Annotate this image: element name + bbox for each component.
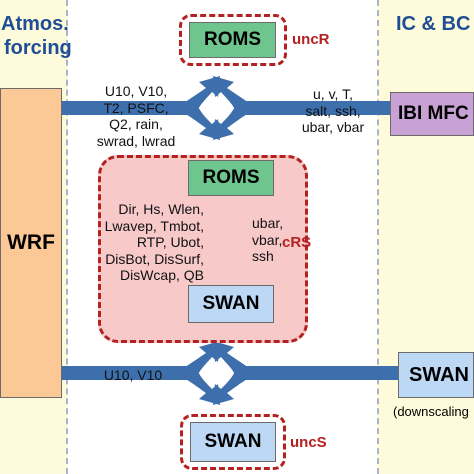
uncr-roms-box: ROMS: [189, 22, 276, 58]
arrow-to-crs-right: [213, 101, 251, 140]
atmos-title-line2: forcing: [4, 37, 72, 59]
var-line: DisWcap, QB: [119, 267, 204, 283]
var-line: RTP, Ubot,: [136, 234, 204, 250]
var-line: U10, V10,: [104, 83, 168, 99]
ocean-bc-vars: u, v, T, salt, ssh, ubar, vbar: [290, 86, 376, 136]
atm-forcing-vars-bottom: U10, V10: [103, 367, 163, 383]
var-line: Lwavep, Tmbot,: [104, 217, 204, 234]
var-line: u, v, T,: [313, 86, 353, 102]
wrf-flux-arrow-top: [62, 101, 188, 115]
ibi-mfc-box: IBI MFC: [390, 92, 474, 136]
wrf-flux-arrow-bottom: [62, 366, 188, 380]
uncr-label: uncR: [292, 31, 330, 48]
ibi-flux-arrow-top: [245, 101, 391, 115]
uncs-label: uncS: [290, 434, 327, 451]
var-line: vbar,: [252, 231, 283, 248]
downscaling-label: (downscaling: [393, 404, 469, 419]
atm-forcing-vars-top: U10, V10, T2, PSFC, Q2, rain, swrad, lwr…: [88, 83, 184, 149]
uncr-frame: [179, 14, 287, 66]
arrow-to-uncs-right: [213, 366, 251, 405]
swan-to-roms-vars: Dir, Hs, Wlen, Lwavep, Tmbot, RTP, Ubot,…: [100, 201, 204, 284]
var-line: Dir, Hs, Wlen,: [118, 201, 204, 217]
atmos-title-line1: Atmos.: [1, 13, 69, 35]
crs-roms-box: ROMS: [188, 160, 274, 196]
var-line: ubar,: [252, 215, 284, 231]
var-line: Q2, rain,: [109, 116, 163, 132]
uncs-swan-box: SWAN: [190, 422, 276, 462]
arrow-to-uncs-left: [182, 366, 220, 405]
crs-swan-box: SWAN: [188, 285, 274, 323]
arrow-to-crs-left: [182, 101, 220, 140]
var-line: ssh: [252, 248, 274, 264]
swan-downscaling-box: SWAN: [398, 352, 474, 398]
var-line: ubar, vbar: [301, 119, 365, 135]
roms-to-swan-vars: ubar, vbar, ssh: [252, 215, 283, 265]
var-line: salt, ssh,: [305, 102, 361, 119]
var-line: T2, PSFC,: [103, 99, 169, 116]
ic-bc-title: IC & BC: [396, 13, 471, 35]
var-line: DisBot, DisSurf,: [105, 250, 204, 267]
uncs-frame: [180, 414, 286, 470]
var-line: swrad, lwrad: [96, 132, 176, 149]
wrf-box: WRF: [0, 88, 62, 398]
swan-flux-arrow-bottom: [245, 366, 400, 380]
crs-label: cRS: [282, 234, 312, 251]
